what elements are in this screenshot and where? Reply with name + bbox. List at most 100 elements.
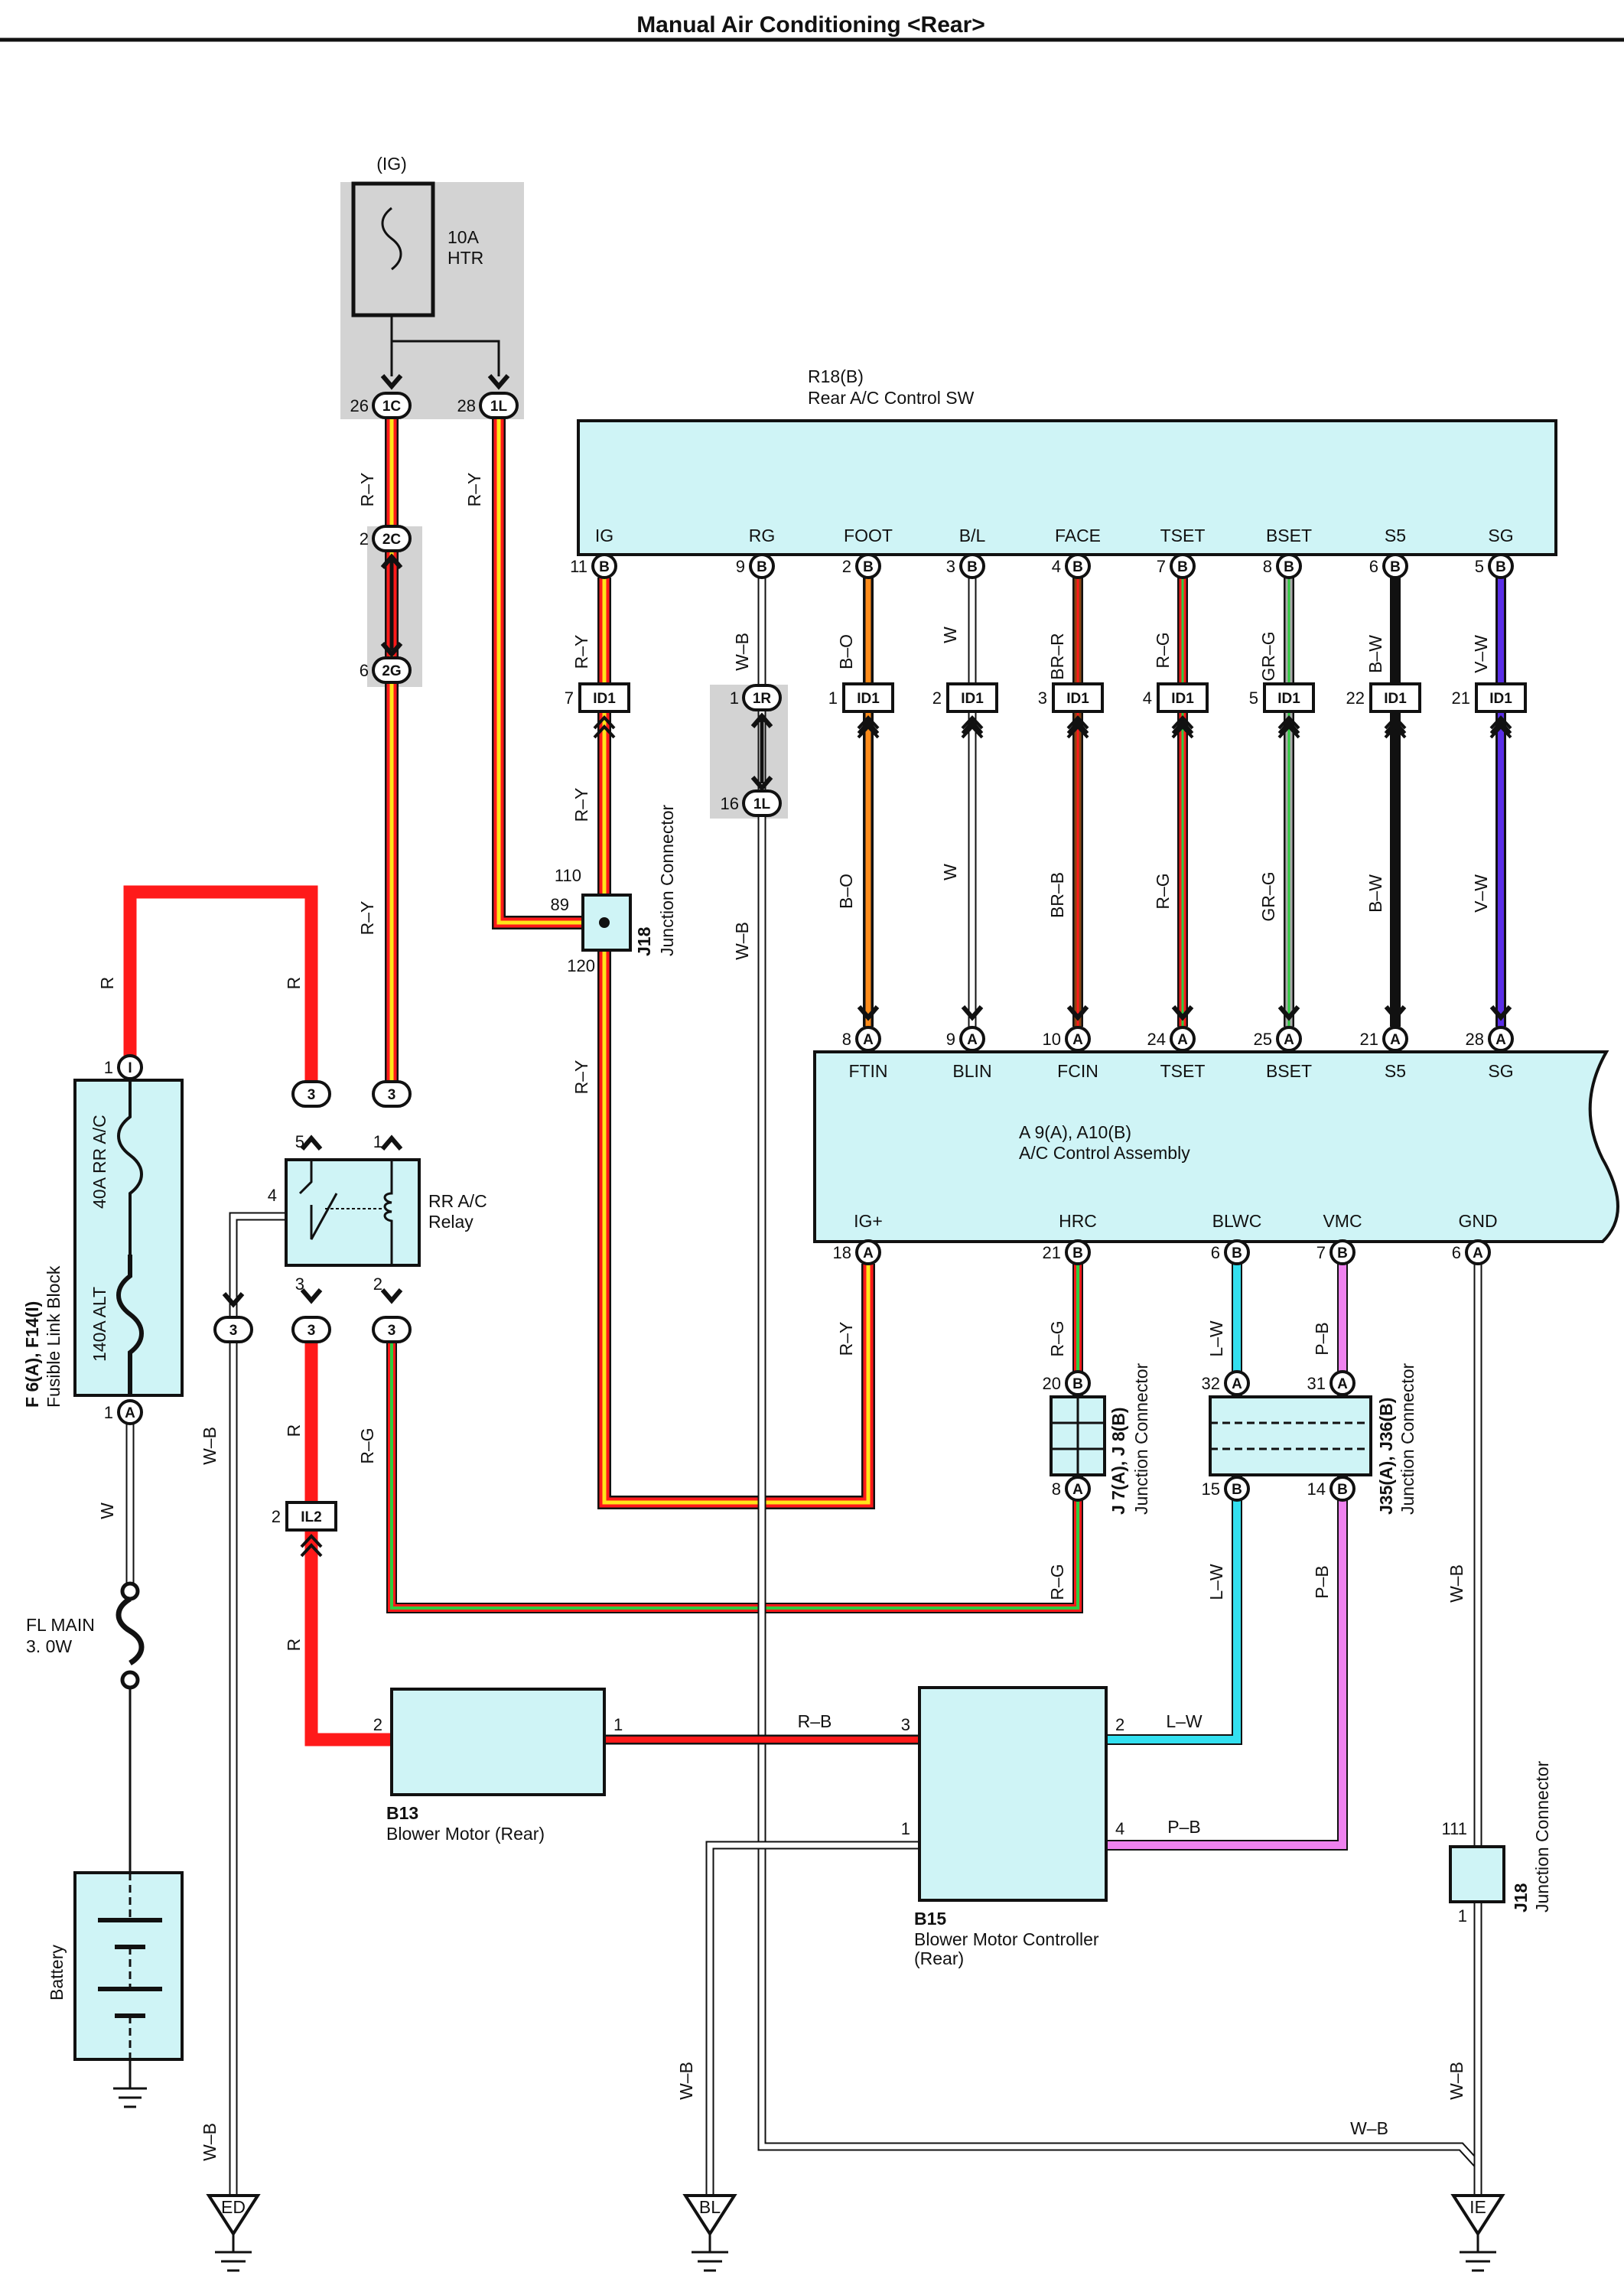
relay-arrow-down-0 (300, 1288, 323, 1304)
ac-top-arrow-5 (1384, 1005, 1407, 1021)
relay-connector-1-code: 3 (388, 1087, 396, 1103)
rear-switch-name: Rear A/C Control SW (808, 388, 975, 408)
ac-bottom-terminal-4: GND (1458, 1211, 1497, 1231)
j7-bottom-pin-letter: A (1072, 1482, 1083, 1498)
ac-bottom-pin-2-letter: B (1232, 1245, 1242, 1261)
ac-top-pin-0-circle (855, 1026, 881, 1052)
relay-arrow-up-0 (300, 1134, 323, 1151)
wire-wb-relay-ed-white (230, 1213, 285, 2194)
relay-arrow-up-1 (380, 1134, 403, 1151)
wire-label-v-11: W–B (200, 1427, 220, 1465)
j7-dividers (1051, 1397, 1105, 1475)
id1-connector-0-code: ID1 (593, 691, 616, 707)
ac-top-terminal-1: BLIN (952, 1061, 991, 1081)
rear-switch-terminal-1: RG (749, 526, 776, 545)
j7-name: Junction Connector (1131, 1362, 1151, 1515)
connector-2g-pin: 6 (360, 661, 369, 680)
id1-connector-2-code: ID1 (961, 691, 984, 707)
controller-code: B15 (914, 1909, 946, 1929)
ac-bottom-pin-1-pin: 21 (1043, 1243, 1061, 1262)
j7-top-pin-pin: 20 (1043, 1374, 1061, 1393)
j35-pin-32-letter: A (1232, 1376, 1242, 1392)
wire-label-v-24: GR–G (1258, 871, 1278, 921)
rear-switch-pin-7-pin: 6 (1369, 557, 1378, 576)
ac-bottom-terminal-2: BLWC (1212, 1211, 1262, 1231)
ac-top-pin-3-letter: A (1177, 1032, 1188, 1048)
ac-top-pin-5-circle (1382, 1026, 1408, 1052)
j18-top-dot (599, 917, 610, 928)
rear-switch-pin-1-letter: B (757, 559, 767, 575)
j35-pin-14-pin: 14 (1307, 1480, 1326, 1499)
connector-1r-arrow (750, 712, 773, 728)
connector-1l-arrow (487, 374, 510, 390)
j18-top-pin-120: 120 (567, 956, 595, 975)
ac-bottom-pin-3-letter: B (1337, 1245, 1348, 1261)
id1-connector-6-code: ID1 (1384, 691, 1407, 707)
wire-label-h-1: L–W (1166, 1711, 1203, 1731)
j35-pin-15-letter: B (1232, 1482, 1242, 1498)
rear-switch-pin-2-circle (855, 553, 881, 579)
rear-switch-pin-4-circle (1065, 553, 1091, 579)
j35-pin-31-circle (1329, 1370, 1356, 1396)
wire-wb-controller-bl (705, 1841, 918, 2194)
rear-switch-pin-6-circle (1276, 553, 1302, 579)
relay-wb-arrow (222, 1292, 245, 1308)
id1-connector-1-pin: 1 (828, 688, 838, 708)
wire-label-v-27: V–W (1471, 635, 1491, 673)
wire-label-h-0: R–B (798, 1711, 832, 1731)
fl-main-bottom-terminal (120, 1670, 140, 1690)
connector-1l-lower-arrow (750, 776, 773, 792)
rear-switch-body (577, 419, 1557, 556)
fl-main-top-terminal (120, 1581, 140, 1601)
connector-1l-lower-pin: 16 (721, 794, 739, 813)
fuse-htr-box (351, 181, 435, 317)
id1-connector-2-box (946, 682, 998, 713)
wire-r-fusible-relay (123, 885, 318, 1086)
fuse-htr-rating: 10A (447, 227, 480, 247)
ac-top-pin-4-circle (1276, 1026, 1302, 1052)
rear-switch-pin-3-circle (959, 553, 985, 579)
wire-label-v-29: R–Y (836, 1322, 856, 1356)
wire-label-v-14: W–B (732, 922, 752, 960)
rear-switch-pin-0-pin: 11 (570, 557, 587, 576)
fuse-htr-symbol (381, 207, 402, 271)
id1-connector-1-code: ID1 (857, 691, 880, 707)
rear-switch-terminal-3: B/L (959, 526, 986, 545)
controller-name: Blower Motor Controller (914, 1929, 1099, 1949)
wire-label-v-28: V–W (1471, 874, 1491, 913)
connector-2c-arrow (380, 553, 403, 569)
wire-label-v-3: R–Y (571, 635, 591, 669)
blower-motor-body (390, 1688, 606, 1796)
j18-top-code: J18 (634, 926, 654, 956)
j35-pin-15-pin: 15 (1202, 1480, 1220, 1499)
relay-name-line1: RR A/C (428, 1191, 487, 1211)
blower-pin-2: 2 (373, 1715, 382, 1734)
fuse-htr-lead (390, 315, 500, 376)
rear-switch-pin-7-letter: B (1390, 559, 1401, 575)
wire-label-v-38: W–B (676, 2062, 696, 2100)
j18-top-pin-89: 89 (551, 895, 569, 914)
fusible-bottom-pin-circle (117, 1399, 143, 1425)
wire-label-v-6: R (97, 977, 117, 990)
wire-label-v-22: R–G (1153, 873, 1173, 909)
wire-wb-rg-ground-white (759, 578, 1480, 2167)
id1-connector-6-pin: 22 (1346, 688, 1365, 708)
wire-label-v-39: W–B (200, 2123, 220, 2161)
relay-connector-2-oval (213, 1316, 253, 1343)
ac-top-pin-3-pin: 24 (1147, 1030, 1166, 1049)
j18-bottom-pin-111: 111 (1442, 1819, 1467, 1838)
wire-label-v-33: L–W (1206, 1564, 1226, 1600)
id1-arrow-up-6 (1489, 719, 1512, 735)
rear-switch-pin-4-letter: B (1072, 559, 1083, 575)
id1-connector-2-pin: 2 (932, 688, 942, 708)
ac-top-pin-4-letter: A (1284, 1032, 1294, 1048)
id1-connector-3-pin: 3 (1038, 688, 1047, 708)
ac-bottom-pin-3-pin: 7 (1316, 1243, 1326, 1262)
id1-arrow-up-3 (1171, 719, 1194, 735)
rear-switch-pin-3-letter: B (967, 559, 978, 575)
ac-top-pin-6-circle (1488, 1026, 1514, 1052)
ac-top-arrow-1 (961, 1005, 984, 1021)
wire-label-v-4: R–Y (571, 788, 591, 822)
